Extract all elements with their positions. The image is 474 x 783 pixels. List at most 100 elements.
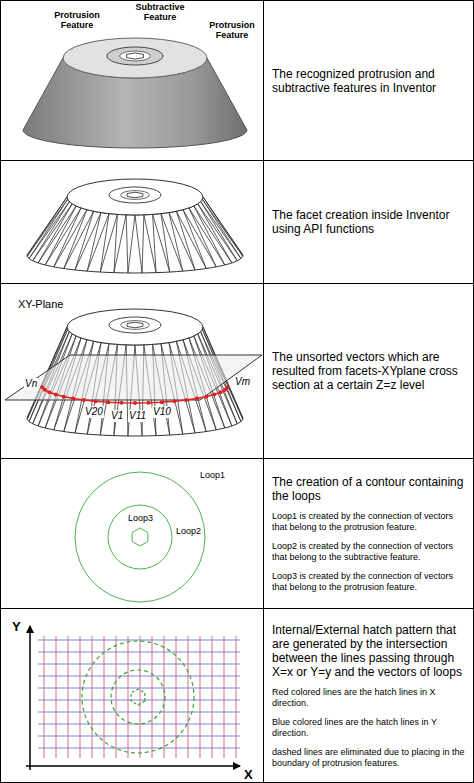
facet-edge	[142, 215, 144, 273]
hatch-line-x	[176, 636, 177, 758]
vector-point	[212, 393, 216, 397]
table-cell	[1, 161, 264, 284]
hatch-line-x	[80, 636, 81, 758]
hexagon-hole	[127, 53, 144, 59]
step-note: Blue colored lines are the hatch lines i…	[272, 717, 465, 739]
cone-top	[67, 179, 203, 215]
hatch-line-y	[38, 724, 240, 725]
facet-edge	[161, 214, 170, 272]
step-description: The facet creation inside Inventor using…	[272, 208, 465, 236]
facet-edge	[183, 210, 216, 267]
loop-label: Loop1	[200, 470, 225, 480]
description-cell: The facet creation inside Inventor using…	[263, 160, 474, 284]
vector-point	[204, 395, 208, 399]
vector-point	[106, 400, 110, 404]
vector-label: Vm	[234, 376, 251, 388]
hatch-line-x	[104, 636, 105, 758]
vector-label: V10	[152, 406, 172, 418]
feature-label: Protrusion Feature	[205, 20, 259, 41]
facet-edge	[64, 210, 87, 269]
facet-edge	[100, 214, 109, 272]
facet-edge	[189, 208, 216, 267]
hatch-line-x	[68, 636, 69, 758]
hatch-line-x	[44, 636, 45, 758]
facet-edge	[194, 206, 225, 265]
vector-label: V20	[84, 406, 104, 418]
step-note: Red colored lines are the hatch lines in…	[272, 687, 465, 709]
hatch-line-y	[38, 736, 240, 737]
vector-point	[160, 400, 164, 404]
step-description: The creation of a contour containing the…	[272, 475, 465, 503]
table-cell	[1, 459, 264, 609]
cone-top	[63, 38, 207, 78]
vector-point	[133, 401, 137, 405]
axis-label: Y	[12, 620, 21, 635]
vector-point	[71, 397, 75, 401]
hatch-line-y	[38, 688, 240, 689]
step-note: Loop3 is created by the connection of ve…	[272, 571, 465, 593]
facet-edge	[64, 211, 94, 268]
step-description: Internal/External hatch pattern that are…	[272, 623, 465, 679]
hub-inner	[121, 191, 150, 200]
x-axis	[26, 765, 240, 767]
facet-edge	[100, 214, 117, 272]
facet-edge	[176, 211, 206, 268]
facet-edge	[87, 213, 101, 272]
vector-point	[172, 399, 176, 403]
loop-circle	[111, 670, 165, 724]
table-cell	[1, 284, 264, 459]
facet-edge	[198, 204, 237, 261]
loop-label: Loop3	[128, 513, 153, 523]
hexagon-hole	[132, 528, 148, 546]
description-cell: The unsorted vectors which are resulted …	[263, 283, 474, 459]
vector-point	[40, 385, 44, 389]
facet-edge	[126, 215, 128, 273]
facet-edge	[169, 213, 183, 272]
feature-label: Subtractive Feature	[132, 2, 188, 23]
axis-label: X	[244, 768, 253, 783]
vector-point	[120, 401, 124, 405]
step-note: Loop2 is created by the connection of ve…	[272, 541, 465, 563]
loop-circle	[108, 505, 172, 569]
facet-edge	[189, 208, 225, 265]
facet-edge	[169, 213, 195, 270]
facet-edge	[194, 206, 232, 263]
hatch-line-x	[92, 636, 93, 758]
facet-edge	[33, 202, 70, 261]
hatch-line-x	[224, 636, 225, 758]
vector-point	[223, 388, 227, 392]
hexagon-hole	[131, 689, 145, 705]
hatch-line-y	[38, 664, 240, 665]
hatch-line-y	[38, 640, 240, 641]
vector-point	[184, 398, 188, 402]
hatch-line-x	[200, 636, 201, 758]
hatch-line-x	[128, 636, 129, 758]
hub-inner	[120, 51, 151, 61]
xy-plane	[5, 355, 262, 400]
facet-edge	[27, 197, 67, 256]
step-description: The recognized protrusion and subtractiv…	[272, 67, 465, 95]
facet-edge	[135, 215, 142, 273]
facet-edge	[33, 204, 72, 261]
description-cell: The creation of a contour containing the…	[263, 458, 474, 609]
step-note: Loop1 is created by the connection of ve…	[272, 511, 465, 533]
hatch-line-x	[152, 636, 153, 758]
plane-label: XY-Plane	[18, 298, 63, 311]
facet-edge	[114, 214, 117, 272]
loop-circle	[82, 641, 194, 753]
description-cell: Internal/External hatch pattern that are…	[263, 608, 474, 783]
hexagon-hole	[127, 322, 143, 328]
table-cell	[1, 609, 264, 783]
hatch-line-x	[56, 636, 57, 758]
facet-edge	[54, 208, 81, 267]
hatch-line-y	[38, 652, 240, 653]
loop-label: Loop2	[176, 526, 201, 536]
facet-edge	[183, 210, 206, 269]
facet-edge	[153, 214, 170, 272]
hexagon-hole	[127, 192, 143, 198]
hatch-line-y	[38, 676, 240, 677]
facet-edge	[29, 199, 68, 258]
step-description: The unsorted vectors which are resulted …	[272, 350, 465, 392]
facet-edge	[75, 211, 94, 270]
step-note: dashed lines are eliminated due to placi…	[272, 747, 465, 769]
